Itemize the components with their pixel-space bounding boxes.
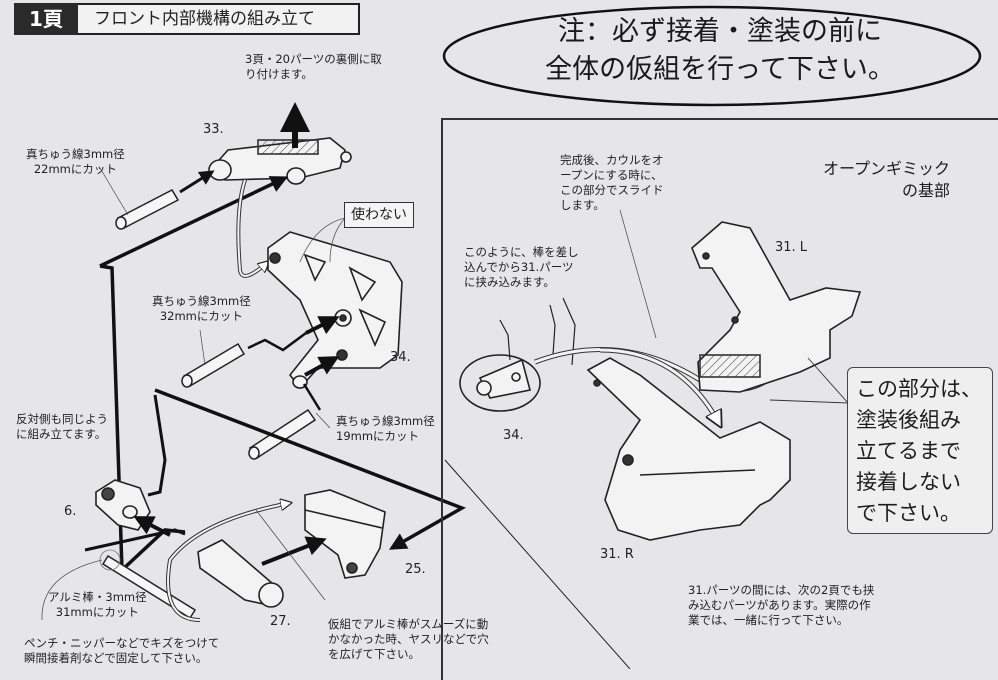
part-label-27: 27. [270, 614, 291, 629]
wire-32-note: 真ちゅう線3mm径 32mmにカット [152, 294, 251, 323]
warning-box: この部分は、 塗装後組み 立てるまで 接着しない で下さい。 [847, 367, 993, 534]
opposite-side-note: 反対側も同じよう に組み立てます。 [16, 412, 108, 441]
notice-text: 注：必ず接着・塗装の前に 全体の仮組を行って下さい。 [500, 13, 940, 89]
unused-label: 使わない [344, 202, 414, 228]
page-number: 1頁 [14, 3, 78, 35]
insert-note: このように、棒を差し 込んでから31.パーツ に挟み込みます。 [464, 245, 579, 289]
part-27-drawing [197, 539, 284, 608]
gimmick-panel [441, 118, 998, 680]
gimmick-title: オープンギミック の基部 [822, 159, 950, 200]
alu-rod-note: アルミ棒・3mm径 31mmにカット [48, 590, 147, 619]
between-note: 31.パーツの間には、次の2頁でも挟 み込むパーツがあります。実際の作 業では、… [688, 583, 875, 627]
notice-line-2: 全体の仮組を行って下さい。 [545, 54, 895, 85]
part-label-6: 6. [64, 504, 77, 519]
wire-22-note: 真ちゅう線3mm径 22mmにカット [26, 147, 125, 176]
part-label-25: 25. [405, 562, 426, 577]
part-31R-drawing [586, 357, 791, 541]
slide-note: 完成後、カウルをオ ープンにする時に、 この部分でスライド します。 [560, 153, 664, 212]
attach-note: 3頁・20パーツの裏側に取 り付けます。 [245, 52, 382, 81]
part-34-small-drawing [459, 354, 541, 412]
wire-19-note: 真ちゅう線3mm径 19mmにカット [336, 414, 435, 443]
wire-22mm-rod [115, 189, 180, 230]
file-note: 仮組でアルミ棒がスムーズに動 かなかった時、ヤスリなどで穴 を広げて下さい。 [328, 617, 489, 661]
part-31L-drawing [691, 221, 862, 393]
part-label-33: 33. [203, 122, 224, 137]
part-25-drawing [304, 489, 386, 579]
part-label-34-right: 34. [503, 428, 524, 443]
part-label-31L: 31. L [775, 240, 808, 255]
fix-note: ペンチ・ニッパーなどでキズをつけて 瞬間接着剤などで固定して下さい。 [24, 636, 220, 665]
part-34-drawing [267, 231, 403, 390]
notice-oval [442, 5, 982, 107]
part-33-drawing [208, 137, 352, 185]
part-label-34: 34. [390, 350, 411, 365]
page-title: フロント内部機構の組み立て [94, 9, 315, 29]
part-label-31R: 31. R [600, 547, 634, 562]
notice-line-1: 注：必ず接着・塗装の前に [558, 16, 882, 47]
